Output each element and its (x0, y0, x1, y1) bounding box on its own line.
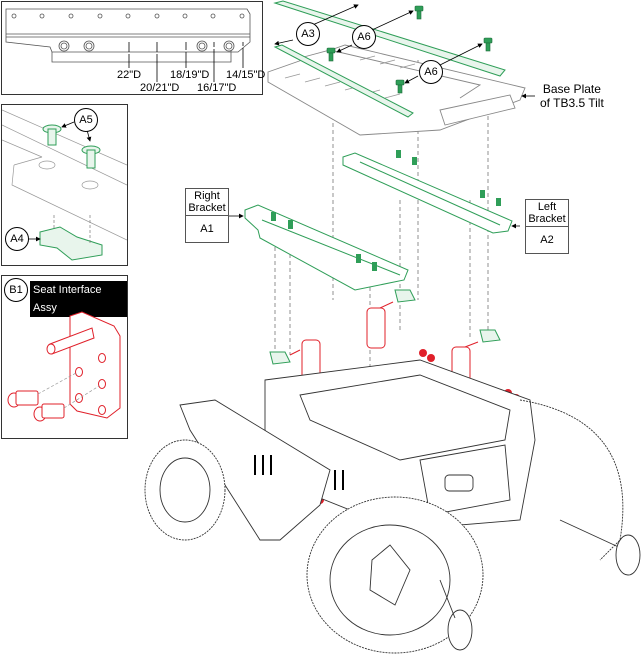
position-label-14-15: 14/15"D (226, 69, 266, 81)
right-bracket (244, 204, 409, 291)
right-bracket-label: Right Bracket A1 (185, 188, 229, 243)
base-plate-label-line2: of TB3.5 Tilt (540, 96, 604, 110)
wheels (144, 399, 641, 654)
clamp-detail-drawing (2, 109, 127, 261)
power-base (179, 359, 536, 541)
seat-interface-title: Seat Interface Assy (30, 281, 127, 317)
leader-lines (274, 4, 535, 99)
bracket-profile (5, 8, 251, 82)
base-plate-label-line1: Base Plate (542, 82, 601, 96)
left-bracket-label: Left Bracket A2 (525, 199, 569, 254)
right-bracket-name-line1: Right (194, 190, 220, 202)
bracket-position-inset: 22"D 20/21"D 18/19"D 16/17"D 14/15"D (1, 1, 266, 95)
callout-a6-top: A6 (352, 25, 376, 49)
left-bracket-code: A2 (540, 234, 554, 246)
seat-interface-drawing (7, 311, 121, 422)
left-bracket-name-line1: Left (537, 201, 557, 213)
callout-a4: A4 (5, 227, 29, 251)
position-label-22: 22"D (117, 69, 142, 81)
right-bracket-code: A1 (200, 223, 214, 235)
callout-a3: A3 (296, 22, 320, 46)
position-label-16-17: 16/17"D (197, 82, 237, 94)
callout-a6-right: A6 (419, 60, 443, 84)
left-bracket-name-line2: Bracket (528, 213, 566, 225)
a5-screws (42, 124, 101, 169)
seat-interface-inset: B1 Seat Interface Assy (1, 275, 128, 439)
position-label-20-21: 20/21"D (140, 82, 180, 94)
a6-bolts (326, 5, 493, 94)
a3-straps (273, 0, 506, 118)
left-bracket (342, 150, 513, 234)
callout-b1: B1 (4, 278, 28, 302)
callout-a5: A5 (74, 108, 98, 132)
position-label-18-19: 18/19"D (170, 69, 210, 81)
a4-clamp (39, 226, 103, 261)
right-bracket-name-line2: Bracket (188, 202, 226, 214)
base-plate-label: Base Plate of TB3.5 Tilt (540, 82, 604, 110)
clamp-detail-inset: A5 A4 (1, 104, 128, 266)
base-plate (267, 44, 526, 136)
